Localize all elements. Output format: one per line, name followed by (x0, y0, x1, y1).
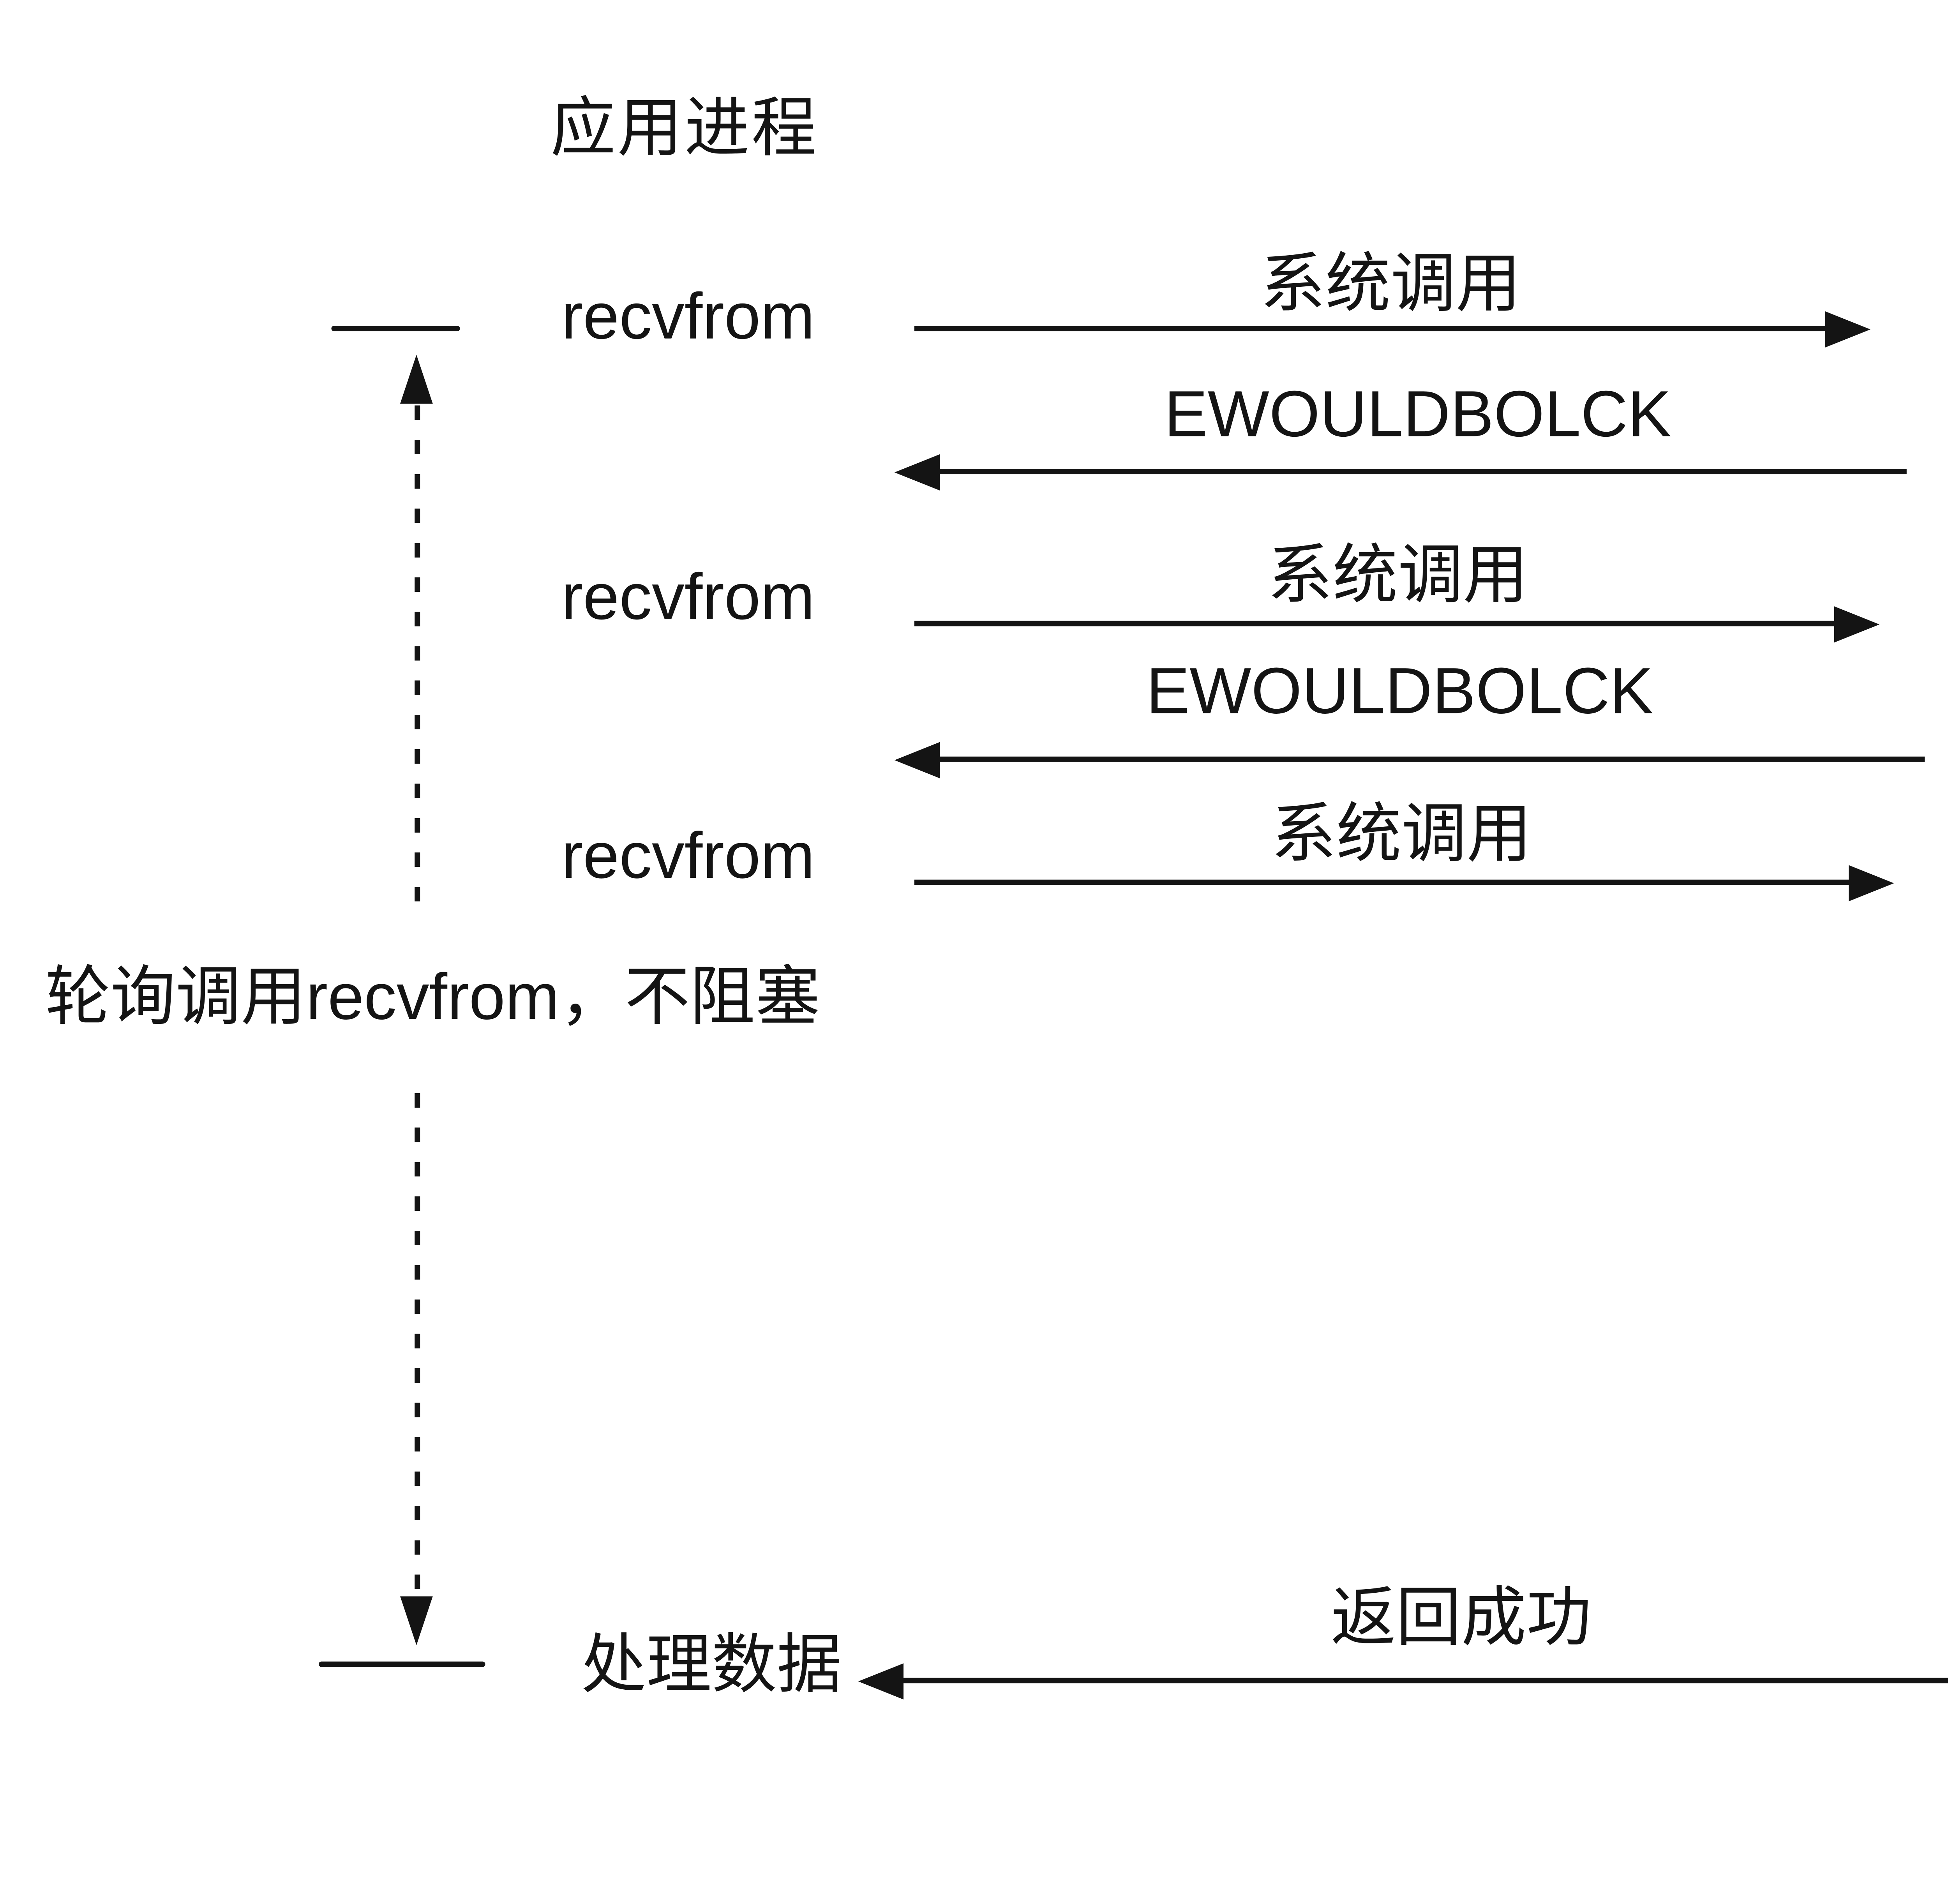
kernel-title: 内核 (1944, 92, 1948, 157)
ewouldblock-label-1: EWOULDBOLCK (1164, 376, 1671, 451)
app-lifeline-dash-upper (415, 405, 420, 916)
app-lifeline-dash-lower (415, 1093, 420, 1593)
return-success-arrow (900, 1678, 1948, 1683)
app-lifeline-tick-1 (331, 326, 460, 332)
syscall-label-3: 系统调用 (1271, 796, 1532, 871)
return-success-label: 返回成功 (1330, 1580, 1592, 1654)
app-process-title: 应用进程 (550, 90, 819, 165)
app-lifeline-down-arrow-icon (400, 1596, 433, 1645)
syscall-arrow-2 (914, 621, 1838, 626)
recvfrom-label-1: recvfrom (561, 279, 815, 353)
process-data-label: 处理数据 (581, 1627, 842, 1701)
syscall-label-1: 系统调用 (1260, 246, 1521, 321)
ewouldblock-arrow-2 (936, 756, 1925, 762)
ewouldblock-label-2: EWOULDBOLCK (1146, 653, 1653, 728)
recvfrom-label-3: recvfrom (561, 818, 815, 893)
syscall-label-2: 系统调用 (1267, 537, 1528, 612)
recvfrom-label-2: recvfrom (561, 559, 815, 633)
app-lifeline-up-arrow-icon (400, 355, 433, 404)
app-lifeline-tick-2 (318, 1661, 485, 1667)
polling-note: 轮询调用recvfrom，不阻塞 (45, 959, 820, 1034)
syscall-arrow-3 (914, 879, 1853, 885)
ewouldblock-arrow-1 (936, 469, 1907, 475)
syscall-arrow-1 (914, 326, 1829, 332)
